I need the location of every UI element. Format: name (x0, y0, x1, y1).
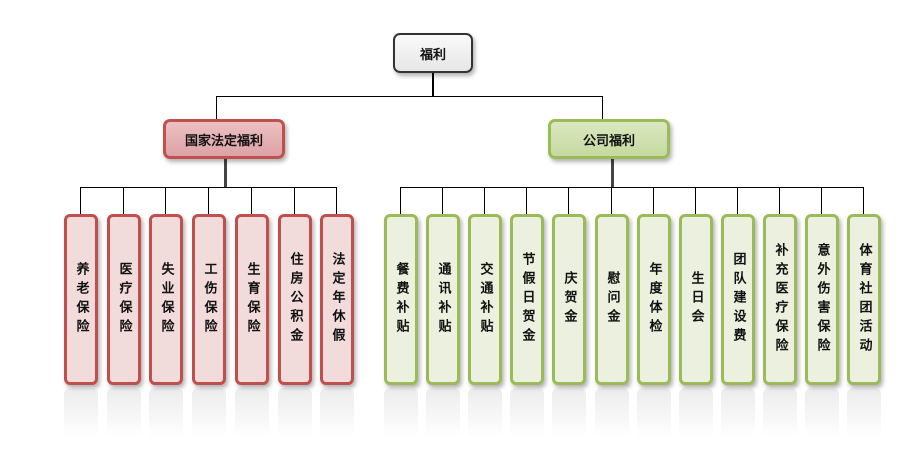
child-node[interactable]: 生育保险 (235, 214, 269, 385)
child-node-reflection (384, 388, 418, 438)
child-node[interactable]: 补充医疗保险 (763, 214, 797, 385)
child-node-reflection (552, 388, 586, 438)
connector-line (432, 73, 434, 97)
connector-line (80, 187, 81, 214)
child-node-reflection (149, 388, 183, 438)
child-node-reflection (278, 388, 312, 438)
connector-line (165, 187, 166, 214)
child-node[interactable]: 体育社团活动 (847, 214, 881, 385)
child-node[interactable]: 生日会 (679, 214, 713, 385)
group-node-statutory[interactable]: 国家法定福利 (163, 119, 285, 159)
child-node[interactable]: 工伤保险 (192, 214, 226, 385)
child-node[interactable]: 团队建设费 (721, 214, 755, 385)
child-node[interactable]: 交通补贴 (468, 214, 502, 385)
connector-line (611, 187, 612, 214)
connector-line (216, 96, 217, 119)
connector-line (779, 187, 780, 214)
connector-line (863, 187, 864, 214)
connector-line (400, 187, 865, 188)
child-node[interactable]: 住房公积金 (278, 214, 312, 385)
connector-line (400, 187, 401, 214)
connector-line (568, 187, 569, 214)
child-node[interactable]: 通讯补贴 (426, 214, 460, 385)
child-node[interactable]: 法定年休假 (320, 214, 354, 385)
group-node-company[interactable]: 公司福利 (548, 119, 670, 159)
connector-line (294, 187, 295, 214)
connector-line (737, 187, 738, 214)
child-node-reflection (637, 388, 671, 438)
child-node-reflection (679, 388, 713, 438)
child-node[interactable]: 养老保险 (64, 214, 98, 385)
child-node-reflection (595, 388, 629, 438)
child-node[interactable]: 医疗保险 (107, 214, 141, 385)
connector-line (336, 187, 337, 214)
child-node[interactable]: 慰问金 (595, 214, 629, 385)
connector-line (123, 187, 124, 214)
child-node-reflection (107, 388, 141, 438)
connector-line (695, 187, 696, 214)
connector-line (821, 187, 822, 214)
child-node-reflection (235, 388, 269, 438)
child-node[interactable]: 餐费补贴 (384, 214, 418, 385)
connector-line (216, 96, 603, 97)
child-node-reflection (64, 388, 98, 438)
connector-line (611, 159, 614, 187)
child-node[interactable]: 意外伤害保险 (805, 214, 839, 385)
root-node[interactable]: 福利 (393, 33, 473, 73)
child-node[interactable]: 节假日贺金 (510, 214, 544, 385)
child-node[interactable]: 年度体检 (637, 214, 671, 385)
child-node[interactable]: 失业保险 (149, 214, 183, 385)
child-node-reflection (763, 388, 797, 438)
connector-line (602, 96, 603, 119)
connector-line (484, 187, 485, 214)
child-node-reflection (805, 388, 839, 438)
connector-line (251, 187, 252, 214)
child-node-reflection (320, 388, 354, 438)
child-node-reflection (468, 388, 502, 438)
child-node-reflection (721, 388, 755, 438)
child-node-reflection (192, 388, 226, 438)
connector-line (526, 187, 527, 214)
child-node-reflection (426, 388, 460, 438)
child-node[interactable]: 庆贺金 (552, 214, 586, 385)
child-node-reflection (510, 388, 544, 438)
connector-line (208, 187, 209, 214)
connector-line (442, 187, 443, 214)
connector-line (653, 187, 654, 214)
connector-line (224, 159, 227, 187)
child-node-reflection (847, 388, 881, 438)
